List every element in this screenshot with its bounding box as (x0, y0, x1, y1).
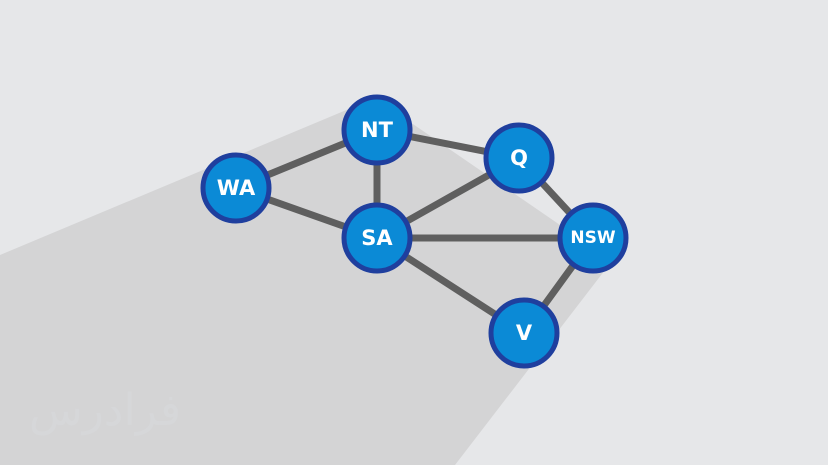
node-label-v: V (516, 321, 533, 345)
node-wa: WA (200, 152, 272, 224)
node-circle (557, 202, 629, 274)
nodes-layer: WA NT Q SA NSW V (200, 94, 629, 369)
node-label-q: Q (510, 146, 528, 170)
node-label-sa: SA (361, 226, 393, 250)
long-shadow (0, 98, 605, 465)
node-circle (341, 202, 413, 274)
node-circle (488, 297, 560, 369)
node-q: Q (483, 122, 555, 194)
node-v: V (488, 297, 560, 369)
watermark-text: فرادرس (29, 385, 181, 436)
node-nsw: NSW (557, 202, 629, 274)
node-circle (483, 122, 555, 194)
node-label-wa: WA (217, 176, 256, 200)
node-nt: NT (341, 94, 413, 166)
node-sa: SA (341, 202, 413, 274)
node-label-nsw: NSW (570, 228, 615, 248)
node-label-nt: NT (361, 118, 394, 142)
node-circle (200, 152, 272, 224)
node-circle (341, 94, 413, 166)
